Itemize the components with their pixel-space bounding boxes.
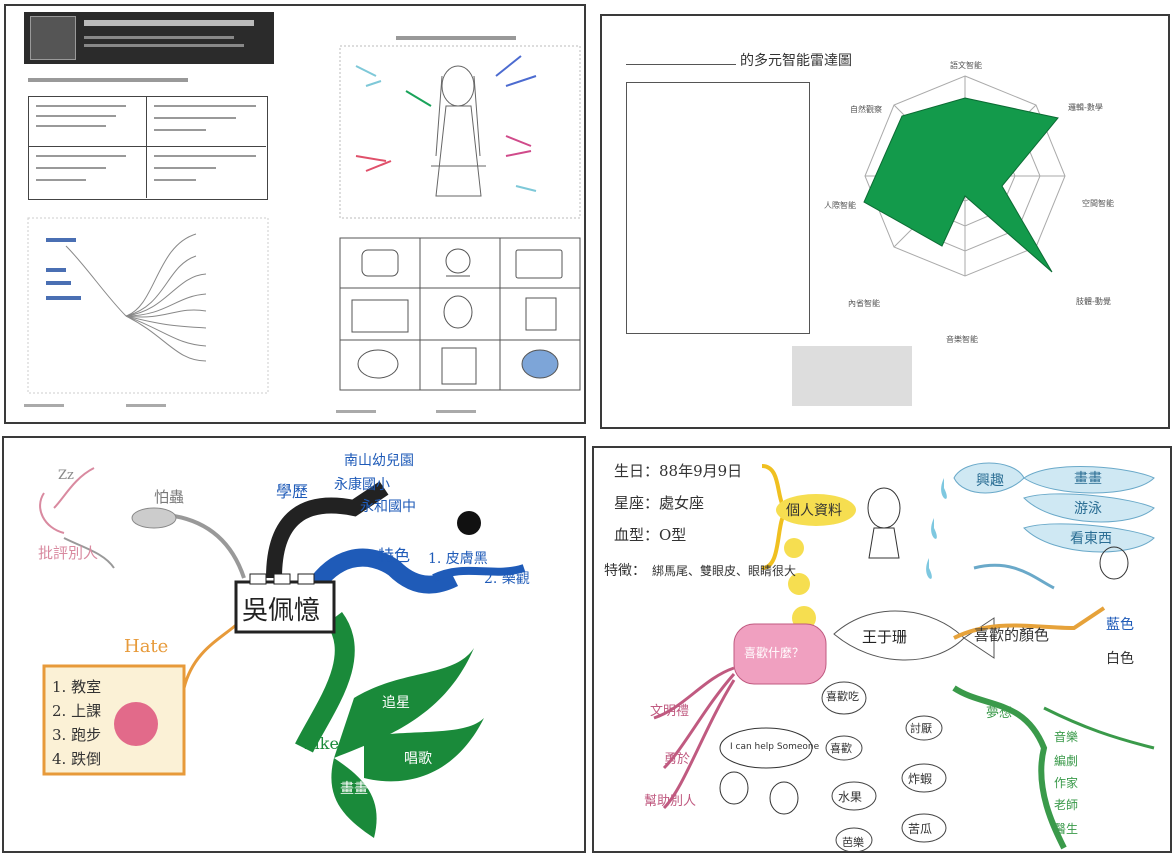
- like-item: 唱歌: [404, 751, 432, 767]
- worksheet-question-divider: [28, 146, 266, 147]
- radar-axis-label: 自然觀察: [850, 105, 882, 114]
- worksheet-instruction-line: [28, 78, 188, 82]
- like-label: Like: [304, 734, 339, 753]
- worksheet-question-box: [28, 96, 268, 200]
- schools-label: 學歷: [276, 482, 309, 501]
- hate-label: Hate: [124, 636, 169, 657]
- hate-item: 1. 教室: [52, 678, 102, 696]
- dislike-item: 苦瓜: [908, 822, 933, 836]
- food-question: 喜歡什麼？: [744, 646, 805, 660]
- notes-box: [626, 82, 810, 334]
- mindmap-right-drawing: [653, 462, 1155, 851]
- radar-chart: [792, 75, 1066, 406]
- eat-item: 芭樂: [842, 836, 864, 849]
- radar-fill: [863, 97, 1059, 273]
- mindmap-left-drawing: [39, 467, 526, 838]
- blood-type: 血型：O型: [614, 526, 687, 544]
- hobby-item: 看東西: [1070, 531, 1112, 547]
- hate-item: 2. 上課: [52, 702, 102, 720]
- traits: 綁馬尾、雙眼皮、眼睛很大: [652, 564, 797, 578]
- food-label: 喜歡吃: [826, 690, 859, 703]
- school-item: 永和國中: [360, 499, 416, 515]
- help-speech: I can help Someone: [730, 742, 820, 752]
- radar-axis-label: 空間智能: [1082, 199, 1114, 208]
- mindmap-panel-right: 生日：88年9月9日 星座：處女座 血型：O型 特徵： 綁馬尾、雙眼皮、眼睛很大…: [592, 446, 1172, 853]
- dream-item: 作家: [1054, 776, 1079, 790]
- hobby-item: 游泳: [1074, 501, 1102, 517]
- dream-item: 醫生: [1054, 822, 1079, 836]
- hobby-item: 畫畫: [1074, 471, 1102, 487]
- feature-label: 特色: [378, 546, 411, 565]
- eat-item: 水果: [838, 790, 863, 804]
- dislike-item: 炸蝦: [908, 772, 933, 786]
- center-name: 王于珊: [862, 628, 908, 646]
- feature-item: 1. 皮膚黑: [428, 551, 488, 567]
- dream-label: 夢想: [986, 706, 1013, 721]
- dream-item: 音樂: [1054, 730, 1079, 744]
- worksheet-banner-text: [84, 20, 254, 26]
- worksheet-question-divider: [146, 96, 147, 198]
- mindmap-panel-left: 吳佩憶 學歷 南山幼兒園 永康國小 永和國中 特色 1. 皮膚黑 2. 樂觀 H…: [2, 436, 586, 853]
- feature-item: 2. 樂觀: [484, 571, 530, 587]
- color-label: 喜歡的顏色: [974, 626, 1050, 644]
- snore-label: Zz: [58, 468, 74, 483]
- dream-item: 編劇: [1054, 754, 1079, 768]
- radar-title: 的多元智能雷達圖: [740, 53, 852, 69]
- worksheet-drawings: [24, 36, 581, 413]
- radar-panel: 的多元智能雷達圖 語文智能 邏輯-數學 空間智能 肢體-動覺 音樂智能 內省智能…: [600, 14, 1170, 429]
- traits-label: 特徵：: [604, 563, 646, 579]
- worksheet-banner-subtext: [84, 36, 234, 39]
- school-item: 永康國小: [334, 477, 390, 493]
- personal-info-label: 個人資料: [786, 503, 842, 519]
- eat-label: 討厭: [910, 722, 932, 735]
- birthday: 生日：88年9月9日: [614, 462, 743, 480]
- left-label: 怕蟲: [154, 488, 185, 506]
- name-blank-line: [626, 64, 736, 65]
- left-label: 批評別人: [38, 544, 99, 562]
- radar-axis-label: 邏輯-數學: [1068, 103, 1103, 112]
- radar-axis-label: 內省智能: [848, 299, 880, 308]
- center-name: 吳佩憶: [242, 596, 321, 626]
- radar-axis-label: 音樂智能: [946, 335, 978, 344]
- dream-item: 老師: [1054, 798, 1079, 812]
- zodiac: 星座：處女座: [614, 494, 705, 512]
- worksheet-logo: [30, 16, 76, 60]
- worksheet-banner-subtext: [84, 44, 244, 47]
- hobby-label: 興趣: [976, 473, 1004, 489]
- left-label: 勇於: [664, 752, 691, 767]
- like-item: 畫畫: [340, 781, 368, 797]
- color-item: 藍色: [1106, 617, 1134, 633]
- radar-axis-label: 肢體-動覺: [1076, 297, 1111, 306]
- hate-item: 3. 跑步: [52, 726, 102, 744]
- color-item: 白色: [1106, 651, 1134, 667]
- radar-axis-label: 人際智能: [824, 201, 856, 210]
- radar-axis-label: 語文智能: [950, 61, 982, 70]
- like-item: 看小說: [424, 713, 466, 729]
- worksheet-panel: [4, 4, 586, 424]
- left-label: 文明禮: [650, 704, 690, 719]
- hate-item: 4. 跌倒: [52, 750, 102, 768]
- left-label: 幫助別人: [644, 794, 697, 809]
- school-item: 南山幼兒園: [344, 453, 414, 469]
- like-item: 追星: [382, 695, 410, 711]
- eat-label: 喜歡: [830, 742, 852, 755]
